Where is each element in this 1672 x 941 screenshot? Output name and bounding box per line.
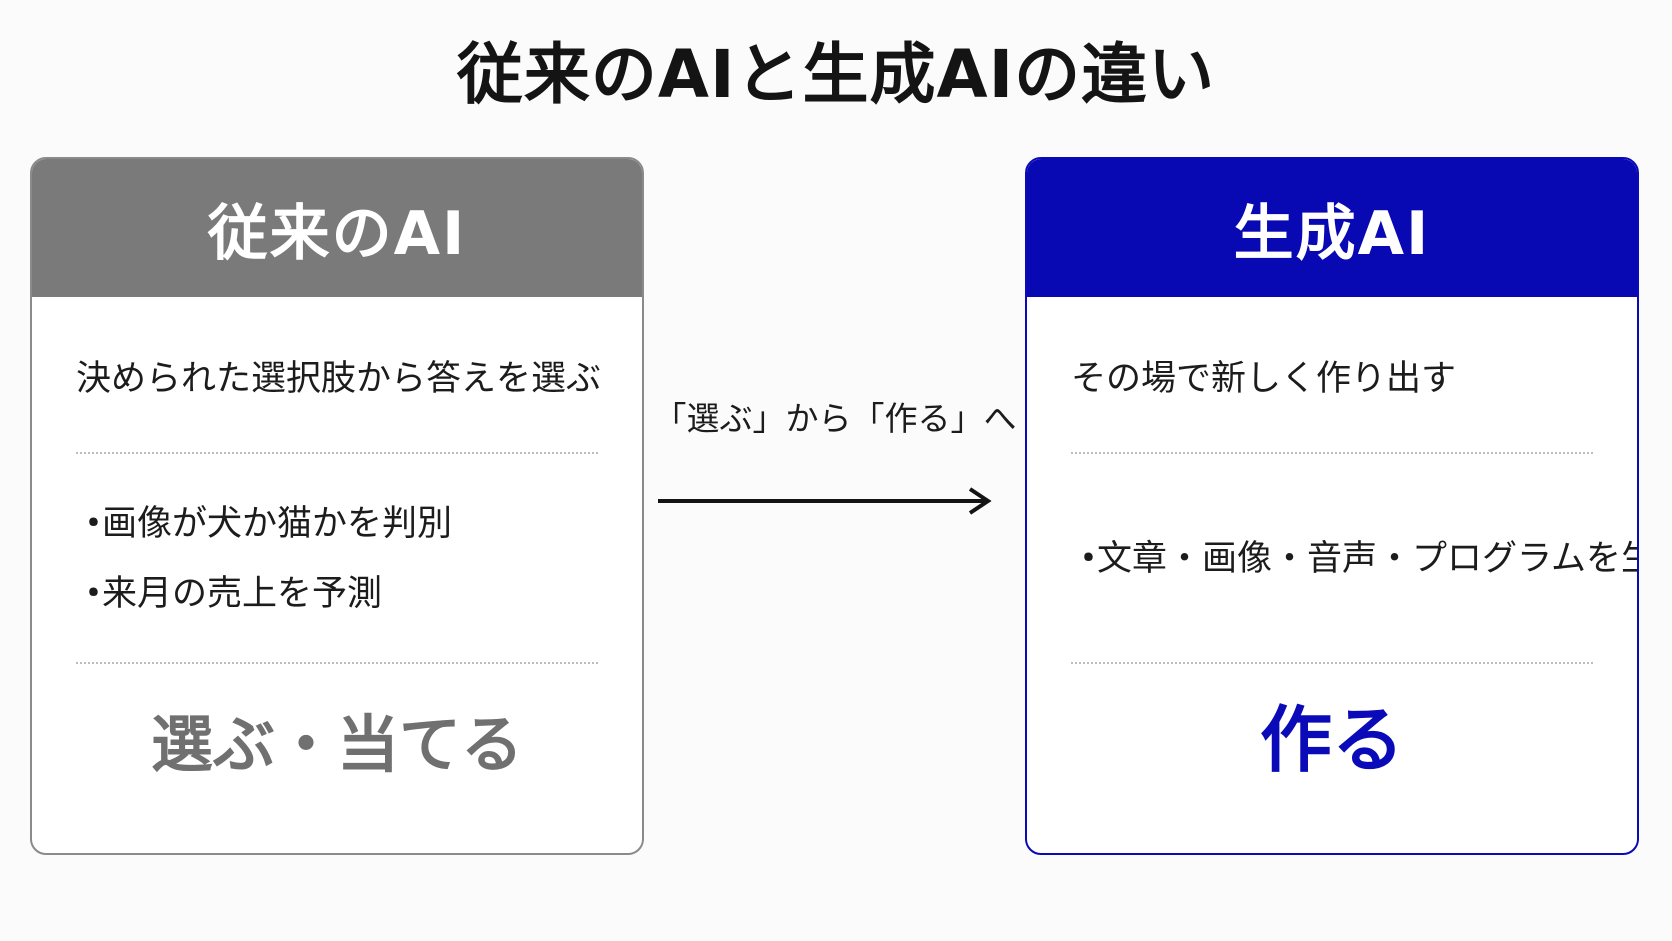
transition-label: 「選ぶ」から「作る」へ bbox=[653, 399, 1017, 438]
traditional-ai-card: 従来のAI 決められた選択肢から答えを選ぶ ・画像が犬か猫かを判別 ・来月の売上… bbox=[30, 157, 644, 855]
traditional-ai-body: 決められた選択肢から答えを選ぶ ・画像が犬か猫かを判別 ・来月の売上を予測 選ぶ… bbox=[32, 297, 642, 853]
traditional-ai-description: 決められた選択肢から答えを選ぶ bbox=[76, 359, 602, 399]
generative-ai-body: その場で新しく作り出す ・文章・画像・音声・プログラムを生成 作る bbox=[1027, 297, 1639, 853]
right-arrow-icon bbox=[658, 487, 992, 515]
example-text: 来月の売上を予測 bbox=[102, 574, 383, 614]
divider bbox=[1071, 452, 1593, 454]
example-text: 文章・画像・音声・プログラムを生成 bbox=[1097, 539, 1639, 579]
traditional-ai-examples: ・画像が犬か猫かを判別 ・来月の売上を予測 bbox=[76, 502, 452, 642]
bullet-icon: ・ bbox=[1071, 539, 1107, 579]
bullet-icon: ・ bbox=[76, 504, 112, 544]
generative-ai-examples: ・文章・画像・音声・プログラムを生成 bbox=[1071, 537, 1639, 607]
divider bbox=[76, 662, 598, 664]
list-item: ・画像が犬か猫かを判別 bbox=[76, 502, 452, 546]
traditional-ai-conclusion: 選ぶ・当てる bbox=[150, 708, 523, 781]
list-item: ・文章・画像・音声・プログラムを生成 bbox=[1071, 537, 1639, 581]
list-item: ・来月の売上を予測 bbox=[76, 572, 452, 616]
traditional-ai-header: 従来のAI bbox=[32, 159, 642, 297]
generative-ai-card: 生成AI その場で新しく作り出す ・文章・画像・音声・プログラムを生成 作る bbox=[1025, 157, 1639, 855]
divider bbox=[76, 452, 598, 454]
example-text: 画像が犬か猫かを判別 bbox=[102, 504, 453, 544]
generative-ai-description: その場で新しく作り出す bbox=[1071, 359, 1457, 399]
generative-ai-conclusion: 作る bbox=[1259, 698, 1404, 782]
bullet-icon: ・ bbox=[76, 574, 112, 614]
generative-ai-header: 生成AI bbox=[1027, 159, 1637, 297]
page-title: 従来のAIと生成AIの違い bbox=[456, 36, 1216, 113]
divider bbox=[1071, 662, 1593, 664]
